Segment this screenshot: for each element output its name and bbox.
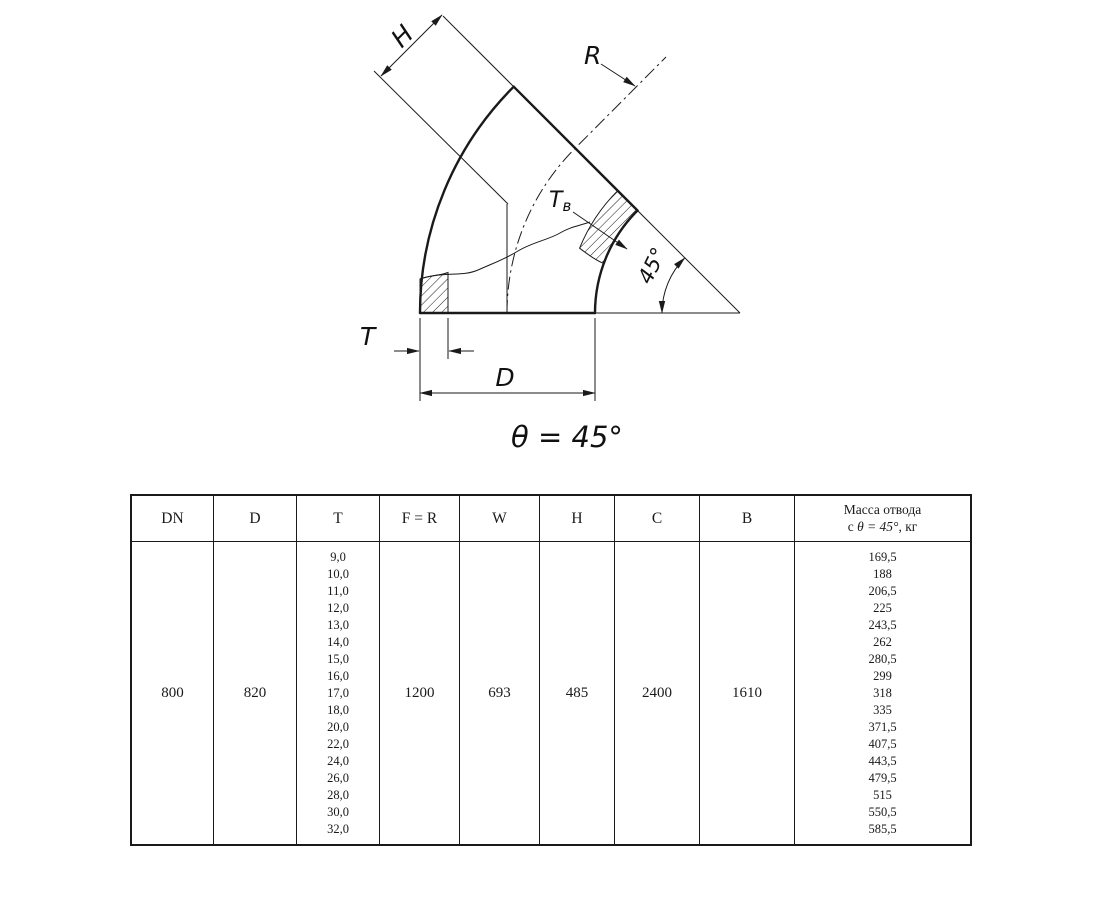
h-dimension-line	[380, 14, 443, 77]
table-value-line: 10,0	[327, 566, 349, 581]
table-value-line: 188	[873, 566, 892, 581]
table-value-line: 371,5	[868, 719, 897, 734]
table-value-line: 335	[873, 702, 892, 717]
table-value-line: 15,0	[327, 651, 349, 666]
label-d: D	[495, 363, 514, 392]
column-t: T 9,0 10,0 11,0 12,0 13,0 14,0 15,0 16,0 17,0 18,…	[297, 496, 380, 844]
col-header-f-r: F = R	[380, 496, 459, 542]
table-value-line: 20,0	[327, 719, 349, 734]
label-t-wall-main: T	[549, 188, 564, 213]
table-value-line: 407,5	[868, 736, 897, 751]
break-line	[419, 221, 591, 280]
table-value-line: 11,0	[327, 583, 349, 598]
col-header-mass: Масса отвода с θ = 45°, кг	[795, 496, 970, 542]
column-d: D 820	[214, 496, 297, 844]
elbow-outline	[418, 85, 639, 315]
angled-face-line	[512, 85, 639, 212]
column-f-r: F = R 1200	[380, 496, 460, 844]
col-header-d: D	[214, 496, 296, 542]
column-c: C 2400	[615, 496, 700, 844]
col-header-h: H	[540, 496, 614, 542]
col-header-t: T	[297, 496, 379, 542]
table-value-line: 550,5	[868, 804, 897, 819]
table-value-line: 18,0	[327, 702, 349, 717]
cell-c: 2400	[642, 684, 672, 701]
column-b: B 1610	[700, 496, 795, 844]
mass-header-line2: с θ = 45°, кг	[848, 519, 918, 536]
table-value-line: 30,0	[327, 804, 349, 819]
table-value-line: 262	[873, 634, 892, 649]
table-value-line: 243,5	[868, 617, 897, 632]
table-value-line: 32,0	[327, 821, 349, 836]
mass-header-line1: Масса отвода	[843, 501, 922, 517]
table-value-line: 479,5	[868, 770, 897, 785]
inner-arc	[593, 209, 639, 315]
mass-header-prefix: с	[847, 518, 858, 534]
cell-f-r: 1200	[404, 684, 435, 701]
table-value-line: 169,5	[868, 549, 897, 564]
mass-header-theta: θ = 45°	[857, 518, 899, 534]
cell-dn: 800	[161, 684, 184, 701]
label-theta-equation: θ = 45°	[511, 420, 623, 454]
label-h: H	[385, 19, 419, 53]
column-w: W 693	[460, 496, 540, 844]
table-value-line: 28,0	[327, 787, 349, 802]
wall-section-bottom	[419, 271, 449, 314]
column-mass: Масса отвода с θ = 45°, кг 169,5 188 206,5…	[795, 496, 970, 844]
table-value-line: 443,5	[868, 753, 897, 768]
bend-centerline	[506, 56, 667, 314]
label-t-wall: Tв	[549, 188, 571, 215]
outer-arc	[418, 85, 515, 315]
label-t: T	[360, 322, 377, 351]
cell-b: 1610	[732, 684, 762, 701]
table-value-line: 14,0	[327, 634, 349, 649]
table-value-line: 299	[873, 668, 892, 683]
table-value-line: 26,0	[327, 770, 349, 785]
col-header-b: B	[700, 496, 794, 542]
table-value-line: 16,0	[327, 668, 349, 683]
table-value-line: 280,5	[868, 651, 897, 666]
table-value-line: 13,0	[327, 617, 349, 632]
column-dn: DN 800	[132, 496, 214, 844]
column-h: H 485	[540, 496, 615, 844]
cell-d: 820	[243, 684, 267, 701]
dimension-lines	[380, 14, 686, 397]
cell-t-values: 9,0 10,0 11,0 12,0 13,0 14,0 15,0 16,0 17,0 18,0 2…	[297, 542, 379, 844]
col-header-dn: DN	[132, 496, 213, 542]
label-t-wall-sub: в	[562, 197, 571, 215]
table-value-line: 318	[873, 685, 892, 700]
label-angle-45: 45°	[633, 244, 671, 288]
cell-w: 693	[488, 684, 511, 701]
table-value-line: 12,0	[327, 600, 349, 615]
label-r: R	[584, 41, 601, 70]
table-value-line: 17,0	[327, 685, 349, 700]
table-value-line: 225	[873, 600, 892, 615]
r-leader-line	[600, 63, 636, 87]
cell-mass-values: 169,5 188 206,5 225 243,5 262 280,5 299 318 335 37…	[795, 542, 970, 844]
t-wall-leader-line	[572, 211, 628, 250]
table-value-line: 585,5	[868, 821, 897, 836]
table-value-line: 9,0	[330, 549, 346, 564]
col-header-c: C	[615, 496, 699, 542]
table-value-line: 206,5	[868, 583, 897, 598]
cell-h: 485	[565, 684, 589, 701]
dimensions-table: DN 800 D 820 T 9,0 10,0 11,0 12,0 13,0 14,0 15…	[130, 494, 972, 846]
h-extension-line	[373, 70, 509, 205]
elbow-technical-drawing: H R Tв 45° T D θ = 45°	[360, 14, 741, 454]
table-value-line: 22,0	[327, 736, 349, 751]
table-value-line: 24,0	[327, 753, 349, 768]
col-header-w: W	[460, 496, 539, 542]
mass-header-suffix: , кг	[898, 518, 918, 534]
angle-dimension-arc	[658, 257, 686, 314]
table-value-line: 515	[873, 787, 892, 802]
